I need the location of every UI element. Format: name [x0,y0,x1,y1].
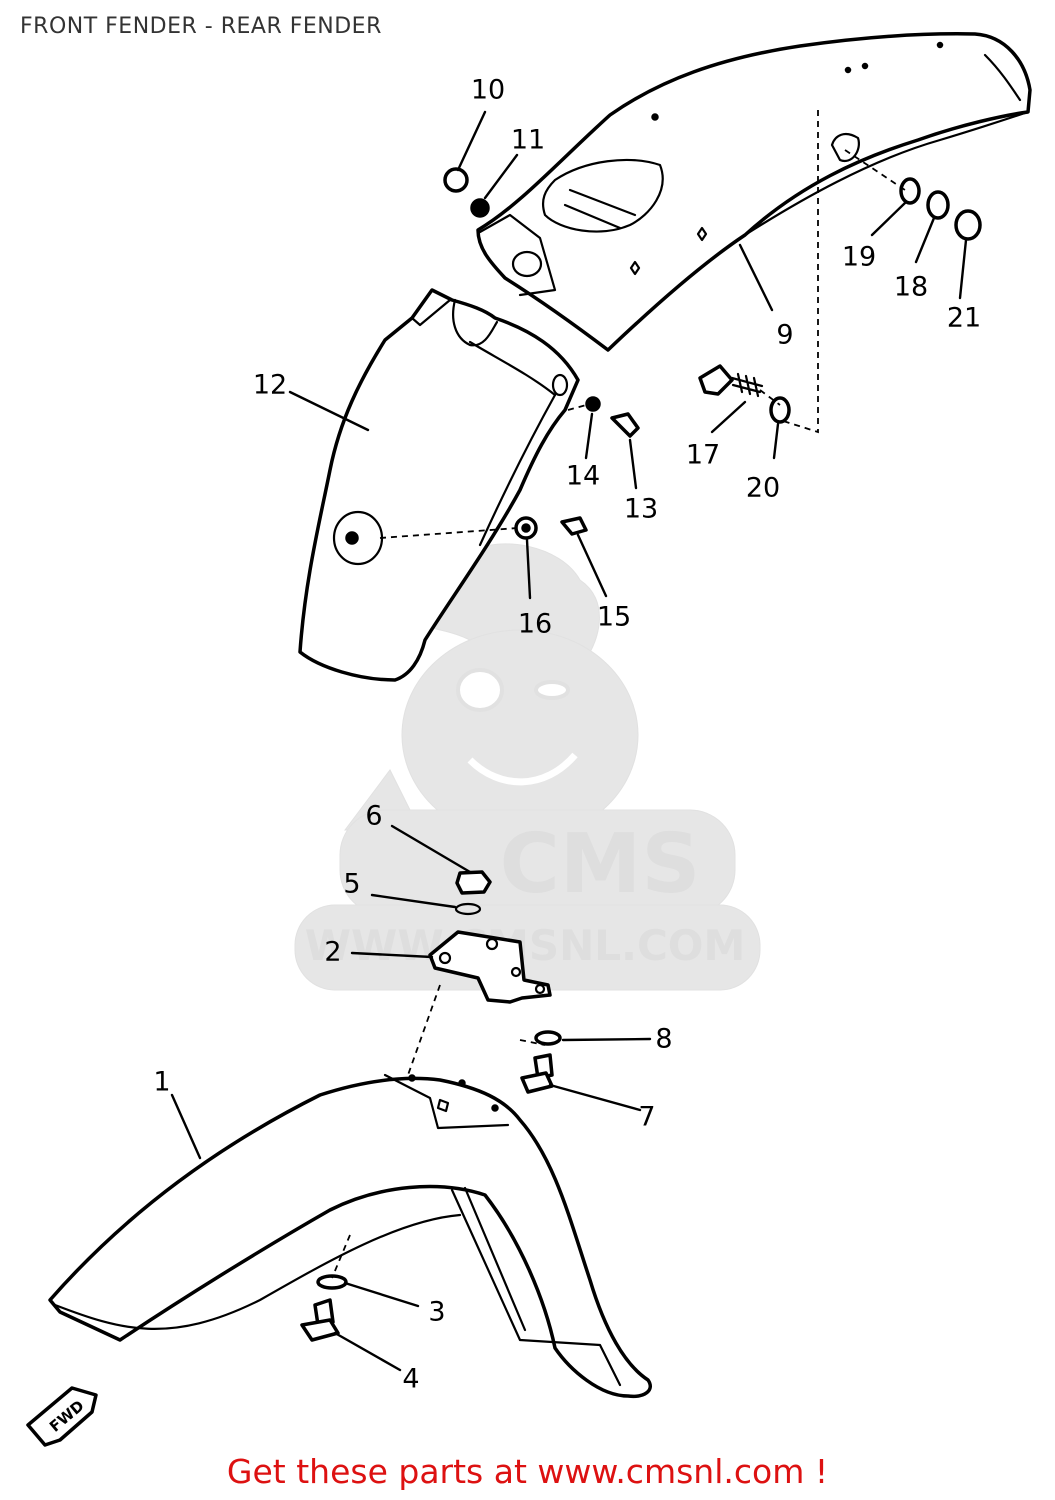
callout-12: 12 [253,370,287,401]
callout-15: 15 [597,602,631,633]
callout-2: 2 [324,937,341,968]
front-fender [48,1073,652,1399]
callout-7: 7 [638,1102,655,1133]
fasteners [300,167,982,1342]
callout-6: 6 [365,801,382,832]
callout-14: 14 [566,461,600,492]
callout-numbers: 1 2 3 4 5 6 7 8 9 10 11 12 13 14 15 16 1… [153,75,981,1395]
rear-fender [476,32,1032,352]
callout-13: 13 [624,494,658,525]
callout-5: 5 [343,869,360,900]
callout-4: 4 [402,1364,419,1395]
callout-18: 18 [894,272,928,303]
rear-flap [298,288,580,682]
callout-17: 17 [686,440,720,471]
footer-link[interactable]: Get these parts at www.cmsnl.com ! [226,1452,829,1491]
callout-21: 21 [947,303,981,334]
fender-bracket [428,930,552,1004]
callout-8: 8 [655,1024,672,1055]
callout-1: 1 [153,1067,170,1098]
callout-10: 10 [471,75,505,106]
diagram-title: FRONT FENDER - REAR FENDER [20,14,382,39]
callout-9: 9 [776,320,793,351]
leader-lines [170,110,968,1372]
callout-3: 3 [428,1297,445,1328]
assembly-lines [331,110,906,1279]
callout-16: 16 [518,609,552,640]
front-direction-arrow: FWD [26,1386,98,1447]
callout-19: 19 [842,242,876,273]
watermark-brand: CMS [500,817,701,912]
callout-11: 11 [511,125,545,156]
watermark-url: WWW.CMSNL.COM [305,921,746,970]
cms-watermark: CMS WWW.CMSNL.COM [294,543,761,991]
callout-20: 20 [746,473,780,504]
